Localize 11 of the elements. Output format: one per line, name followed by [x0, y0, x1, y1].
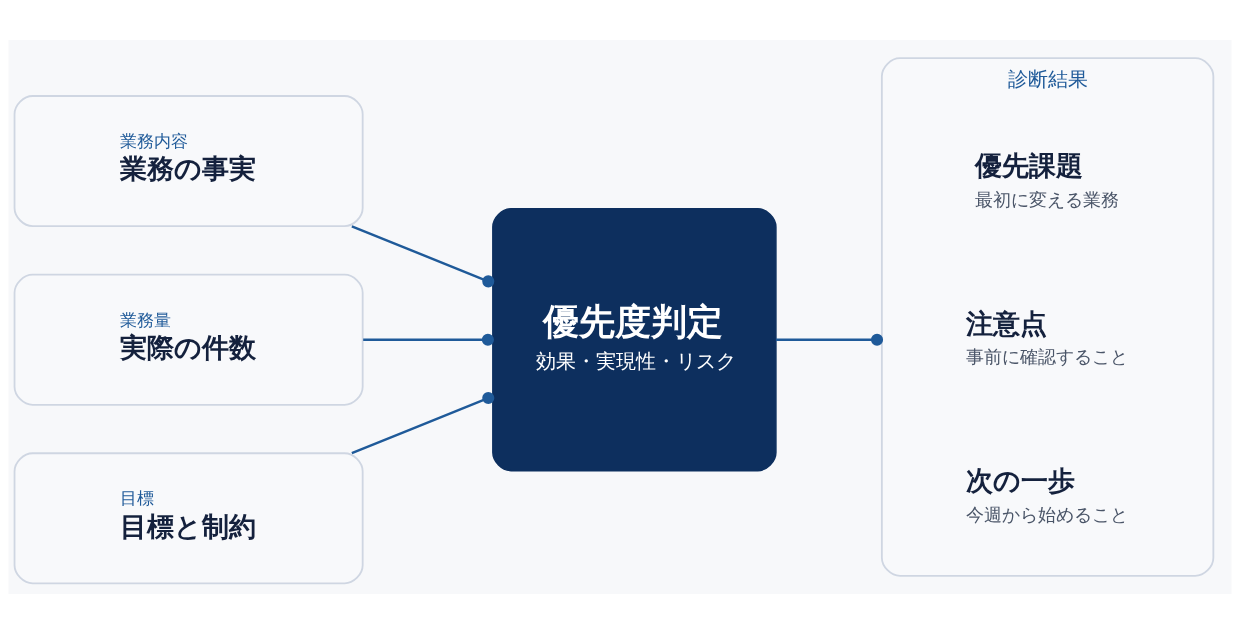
connector — [351, 392, 495, 455]
node-box: 優先度判定 効果・実現性・リスク — [492, 208, 777, 472]
node-box: 業務量 実際の件数 — [13, 273, 364, 406]
node-box: 目標 目標と制約 — [13, 452, 364, 585]
connector — [363, 333, 494, 346]
connector — [351, 225, 495, 288]
connector — [775, 333, 884, 346]
node-text: 注意点 事前に確認すること — [965, 307, 1128, 368]
node-text: 優先課題 最初に変える業務 — [974, 150, 1119, 210]
node-text: 次の一歩 今週から始めること — [965, 465, 1128, 525]
node-box: 業務内容 業務の事実 — [13, 95, 364, 228]
